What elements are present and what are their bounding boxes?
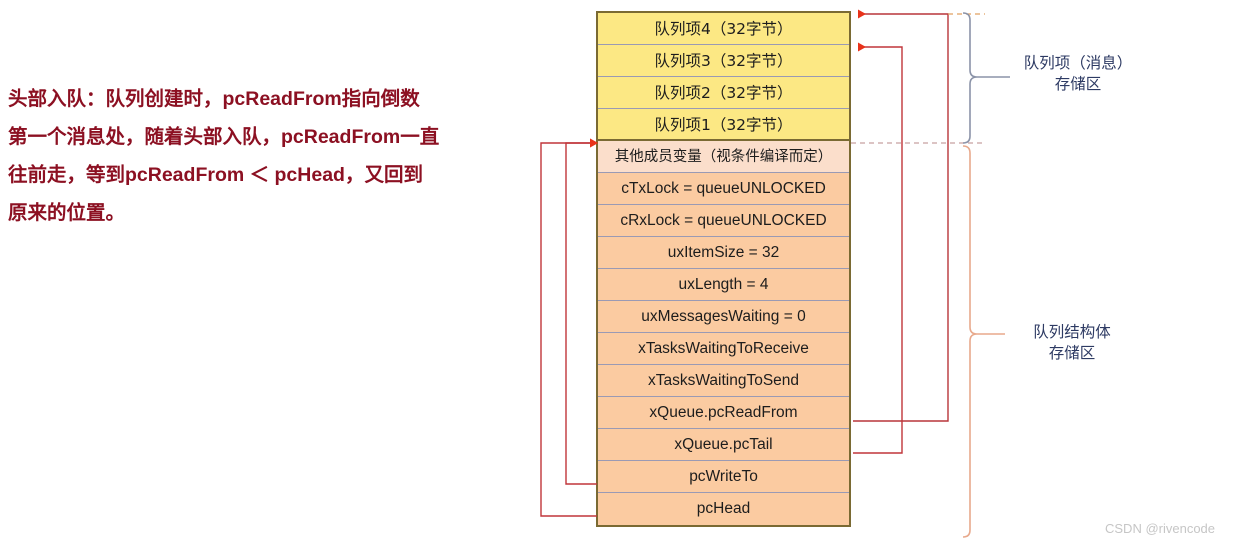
csdn-watermark: CSDN @rivencode (1105, 521, 1216, 536)
queue-memory-block: 队列项4（32字节） 队列项3（32字节） 队列项2（32字节） 队列项1（32… (596, 11, 851, 527)
queue-items-area-label-line2: 存储区 (1054, 75, 1102, 93)
queue-items-bracket (962, 12, 978, 144)
queue-struct-area-label: 队列结构体 存储区 (1012, 322, 1132, 364)
field-row-xtaskswaitingtosend: xTasksWaitingToSend (598, 365, 849, 397)
queue-struct-bracket (962, 145, 978, 538)
queue-items-area-label: 队列项（消息） 存储区 (1018, 53, 1138, 95)
annotation-line-3: 往前走，等到pcReadFrom ＜ pcHead，又回到 (8, 164, 423, 186)
annotation-line-4: 原来的位置。 (8, 202, 126, 224)
field-row-ctxlock: cTxLock = queueUNLOCKED (598, 173, 849, 205)
queue-item-row-4: 队列项4（32字节） (598, 13, 849, 45)
field-row-pcreadfrom: xQueue.pcReadFrom (598, 397, 849, 429)
field-row-pchead: pcHead (598, 493, 849, 525)
queue-items-area-label-line1: 队列项（消息） (1023, 54, 1133, 72)
queue-item-row-3: 队列项3（32字节） (598, 45, 849, 77)
queue-item-row-1: 队列项1（32字节） (598, 109, 849, 141)
field-row-uxitemsize: uxItemSize = 32 (598, 237, 849, 269)
field-row-xtaskswaitingtoreceive: xTasksWaitingToReceive (598, 333, 849, 365)
annotation-line-2: 第一个消息处，随着头部入队，pcReadFrom一直 (8, 126, 440, 148)
queue-struct-area-label-line2: 存储区 (1048, 344, 1096, 362)
queue-struct-area-label-line1: 队列结构体 (1033, 323, 1111, 341)
pcreadfrom-pointer-arrow (853, 9, 949, 422)
field-row-uxmessageswaiting: uxMessagesWaiting = 0 (598, 301, 849, 333)
annotation-paragraph: 头部入队：队列创建时，pcReadFrom指向倒数 第一个消息处，随着头部入队，… (8, 80, 538, 232)
annotation-line-1: 头部入队：队列创建时，pcReadFrom指向倒数 (8, 88, 420, 110)
other-members-row: 其他成员变量（视条件编译而定） (598, 141, 849, 173)
pcwriteto-pointer-arrow (565, 138, 598, 485)
field-row-pctail: xQueue.pcTail (598, 429, 849, 461)
queue-item-row-2: 队列项2（32字节） (598, 77, 849, 109)
field-row-pcwriteto: pcWriteTo (598, 461, 849, 493)
pctail-pointer-arrow (853, 42, 903, 454)
pchead-pointer-arrow (540, 138, 598, 517)
field-row-crxlock: cRxLock = queueUNLOCKED (598, 205, 849, 237)
field-row-uxlength: uxLength = 4 (598, 269, 849, 301)
